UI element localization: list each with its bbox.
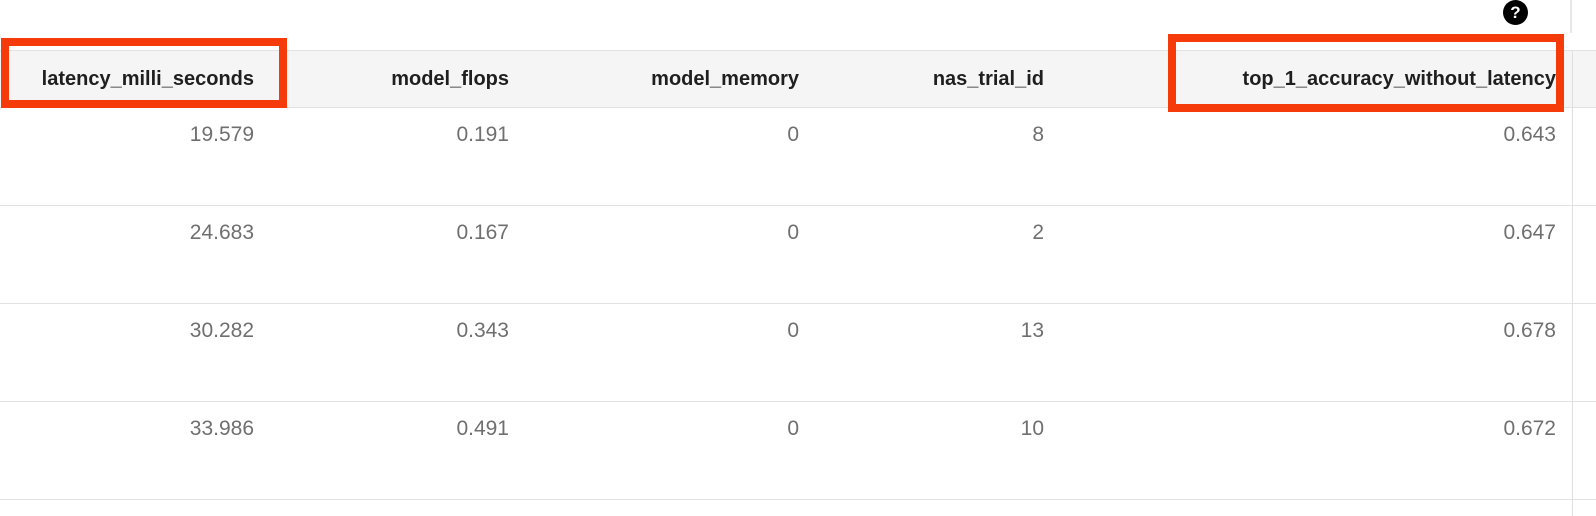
cell-nas_trial_id: 10 xyxy=(815,401,1060,500)
help-icon-glyph: ? xyxy=(1510,3,1521,22)
cell-overflow xyxy=(1572,107,1596,206)
cell-nas_trial_id: 13 xyxy=(815,303,1060,402)
cell-model_memory: 0 xyxy=(525,303,815,402)
top-edge-divider xyxy=(1570,0,1572,33)
cell-nas_trial_id: 2 xyxy=(815,205,1060,304)
cell-model_flops: 0.167 xyxy=(270,205,525,304)
cell-top_1_accuracy_without_latency: 0.678 xyxy=(1060,303,1572,402)
cell-top_1_accuracy_without_latency: 0.643 xyxy=(1060,107,1572,206)
cell-model_memory: 0 xyxy=(525,205,815,304)
column-header-model_memory[interactable]: model_memory xyxy=(525,50,815,108)
cell-top_1_accuracy_without_latency: 0.647 xyxy=(1060,205,1572,304)
annotation-box-latency-header xyxy=(1,38,287,108)
cell-overflow xyxy=(1572,401,1596,500)
cell-nas_trial_id: 8 xyxy=(815,107,1060,206)
cell-model_memory: 0 xyxy=(525,401,815,500)
cell-latency_milli_seconds: 19.579 xyxy=(0,107,270,206)
cell-model_memory: 0 xyxy=(525,107,815,206)
cell-overflow xyxy=(1572,303,1596,402)
column-header-top_1_accuracy_without_latency[interactable]: top_1_accuracy_without_latency xyxy=(1060,50,1572,108)
cell-top_1_accuracy_without_latency: 0.672 xyxy=(1060,401,1572,500)
cell-model_flops: 0.191 xyxy=(270,107,525,206)
cell-latency_milli_seconds: 30.282 xyxy=(0,303,270,402)
column-header-latency_milli_seconds[interactable]: latency_milli_seconds xyxy=(0,50,270,108)
column-header-nas_trial_id[interactable]: nas_trial_id xyxy=(815,50,1060,108)
column-divider xyxy=(1572,50,1573,516)
cell-latency_milli_seconds: 24.683 xyxy=(0,205,270,304)
column-header-overflow xyxy=(1572,50,1596,108)
column-header-model_flops[interactable]: model_flops xyxy=(270,50,525,108)
help-icon[interactable]: ? xyxy=(1503,0,1528,25)
cell-latency_milli_seconds: 33.986 xyxy=(0,401,270,500)
cell-overflow xyxy=(1572,205,1596,304)
cell-model_flops: 0.343 xyxy=(270,303,525,402)
annotation-box-accuracy-header xyxy=(1168,34,1564,112)
cell-model_flops: 0.491 xyxy=(270,401,525,500)
